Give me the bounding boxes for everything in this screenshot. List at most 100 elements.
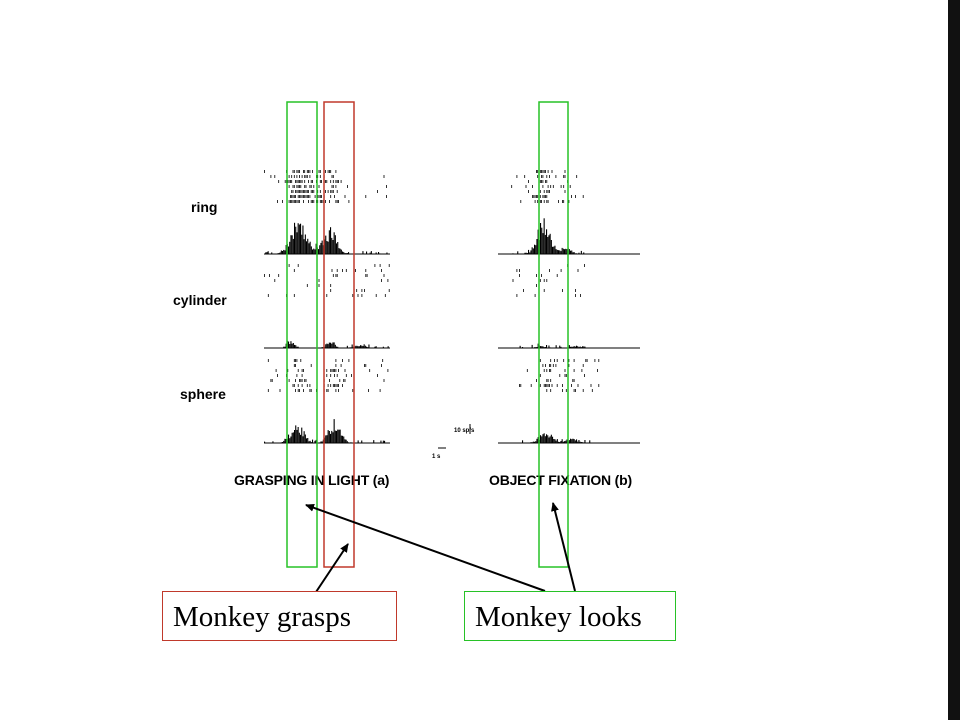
raster-tick bbox=[301, 384, 303, 387]
raster-tick bbox=[334, 195, 335, 198]
raster-tick bbox=[270, 379, 272, 382]
raster-tick bbox=[575, 289, 576, 292]
raster-tick bbox=[300, 195, 302, 198]
raster-tick bbox=[597, 369, 598, 372]
raster-tick bbox=[301, 190, 303, 193]
raster-tick bbox=[332, 180, 334, 183]
raster-tick bbox=[539, 170, 541, 173]
raster-tick bbox=[309, 175, 311, 178]
raster-tick bbox=[310, 180, 312, 183]
histogram-bar bbox=[282, 251, 284, 254]
histogram-bar bbox=[339, 429, 341, 443]
raster-tick bbox=[361, 289, 363, 292]
raster-tick bbox=[345, 374, 347, 377]
raster-tick bbox=[338, 200, 339, 203]
raster-tick bbox=[534, 195, 536, 198]
histogram-bar bbox=[328, 431, 330, 443]
histogram-bar bbox=[578, 347, 580, 348]
histogram-bar bbox=[288, 434, 290, 443]
histogram-bar bbox=[331, 237, 333, 254]
raster-tick bbox=[299, 379, 300, 382]
raster-tick bbox=[299, 170, 300, 173]
arrow-looks-to-green-box-b bbox=[551, 502, 576, 592]
raster-tick bbox=[516, 294, 518, 297]
histogram-bar bbox=[564, 249, 566, 254]
histogram-bar bbox=[321, 240, 323, 254]
histogram-bar bbox=[301, 427, 303, 443]
raster-tick bbox=[352, 294, 354, 297]
raster-tick bbox=[562, 389, 563, 392]
histogram-bar bbox=[571, 346, 573, 348]
raster-tick bbox=[340, 180, 342, 183]
raster-tick bbox=[386, 185, 387, 188]
raster-tick bbox=[598, 384, 600, 387]
histogram-bar bbox=[536, 347, 538, 348]
raster-tick bbox=[563, 359, 565, 362]
raster-tick bbox=[306, 170, 308, 173]
histogram-bar bbox=[344, 439, 346, 443]
raster-tick bbox=[306, 190, 308, 193]
histogram-bar bbox=[321, 347, 323, 348]
histogram-bar bbox=[374, 346, 376, 348]
raster-tick bbox=[562, 200, 563, 203]
histogram-bar bbox=[559, 250, 561, 254]
raster-tick bbox=[335, 180, 337, 183]
raster-tick bbox=[304, 185, 306, 188]
raster-tick bbox=[327, 190, 329, 193]
raster-tick bbox=[340, 364, 342, 367]
histogram-bar bbox=[290, 235, 292, 254]
histogram-bar bbox=[534, 441, 536, 443]
raster-tick bbox=[330, 195, 332, 198]
raster-tick bbox=[334, 384, 335, 387]
raster-tick bbox=[288, 379, 290, 382]
histogram-bar bbox=[578, 440, 580, 443]
raster-tick bbox=[336, 190, 338, 193]
histogram-bar bbox=[522, 347, 524, 348]
histogram-bar bbox=[570, 438, 572, 443]
raster-tick bbox=[293, 359, 295, 362]
raster-tick bbox=[556, 274, 558, 277]
raster-tick bbox=[326, 374, 328, 377]
raster-tick bbox=[536, 379, 537, 382]
raster-tick bbox=[291, 195, 293, 198]
histogram-bar bbox=[373, 440, 375, 443]
raster-tick bbox=[577, 269, 579, 272]
raster-tick bbox=[296, 185, 298, 188]
raster-tick bbox=[282, 200, 283, 203]
raster-tick bbox=[584, 374, 585, 377]
raster-tick bbox=[348, 200, 350, 203]
histogram-bar bbox=[572, 346, 574, 348]
raster-tick bbox=[321, 200, 322, 203]
histogram-bar bbox=[574, 346, 576, 348]
raster-tick bbox=[549, 175, 550, 178]
label-sphere: sphere bbox=[180, 386, 226, 402]
raster-tick bbox=[383, 379, 385, 382]
raster-tick bbox=[331, 369, 333, 372]
raster-tick bbox=[329, 200, 330, 203]
raster-tick bbox=[292, 384, 294, 387]
histogram-bar bbox=[573, 346, 575, 348]
histogram-bar bbox=[290, 436, 292, 443]
histogram-bar bbox=[327, 430, 329, 443]
histogram-bar bbox=[355, 345, 357, 348]
raster-tick bbox=[326, 294, 328, 297]
raster-tick bbox=[293, 384, 295, 387]
raster-tick bbox=[560, 185, 562, 188]
histogram-bar bbox=[327, 241, 329, 254]
raster-tick bbox=[352, 389, 354, 392]
raster-tick bbox=[301, 180, 303, 183]
histogram-bar bbox=[285, 343, 287, 348]
raster-tick bbox=[287, 180, 289, 183]
raster-tick bbox=[319, 180, 321, 183]
histogram-bar bbox=[285, 439, 287, 443]
raster-tick bbox=[511, 185, 513, 188]
histogram-bar bbox=[288, 246, 290, 254]
histogram-bar bbox=[346, 253, 348, 254]
histogram-bar bbox=[566, 249, 568, 254]
histogram-bar bbox=[366, 251, 368, 254]
histogram-bar bbox=[297, 346, 299, 348]
histogram-bar bbox=[576, 253, 578, 254]
raster-tick bbox=[537, 200, 539, 203]
raster-tick bbox=[550, 389, 552, 392]
histogram-bar bbox=[321, 441, 323, 443]
